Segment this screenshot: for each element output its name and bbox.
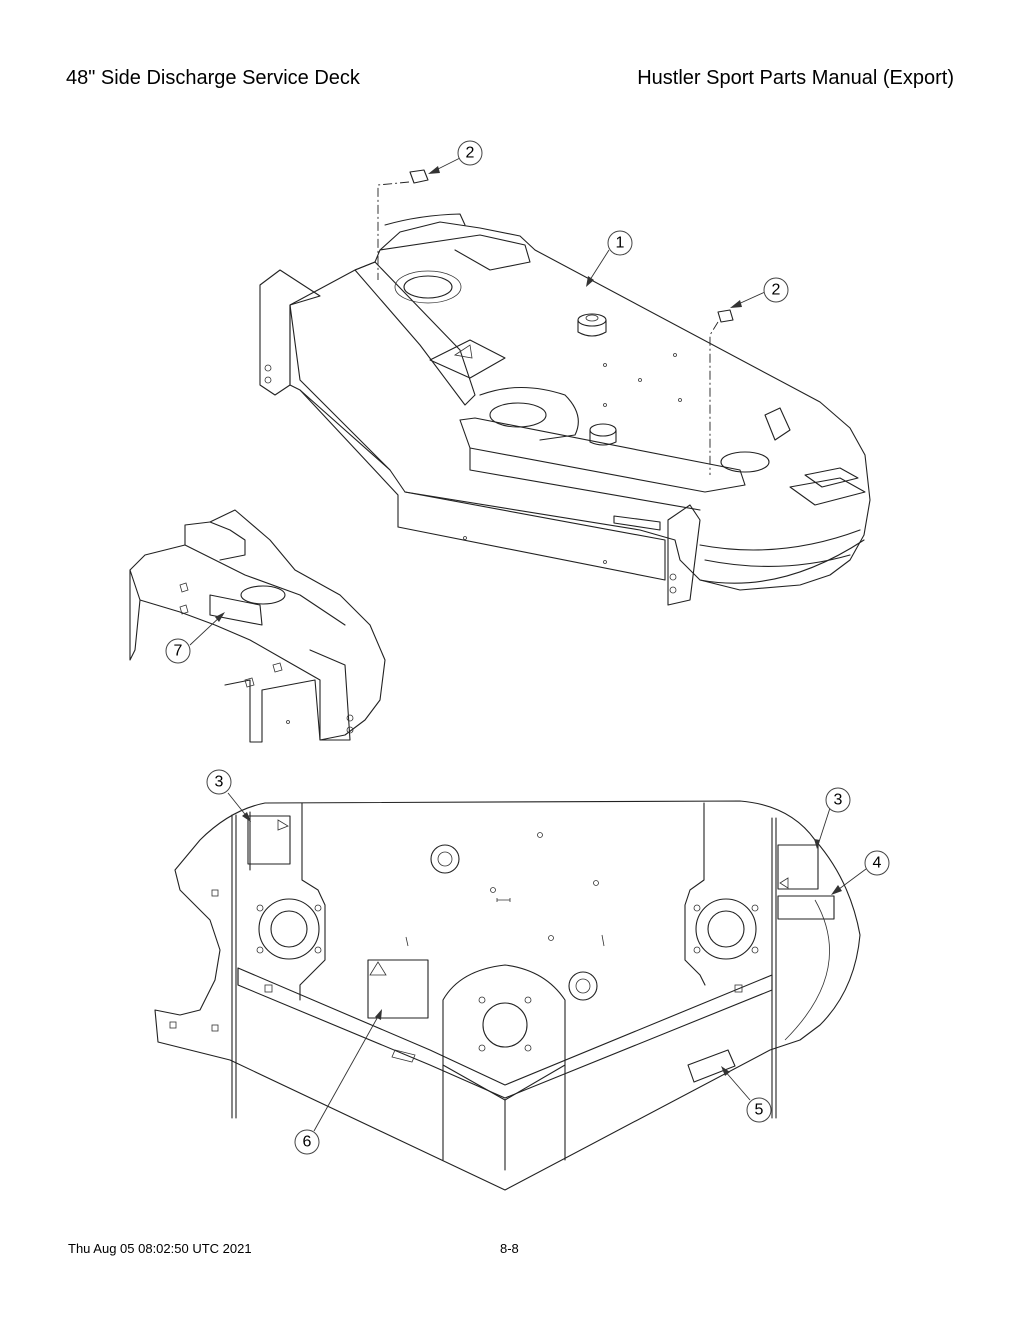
callout-2-right: 2 [763,277,789,303]
deck-isometric-view [259,169,871,606]
page-title: 48" Side Discharge Service Deck [66,67,360,89]
callout-label: 2 [772,282,781,299]
callout-3-left: 3 [206,769,232,795]
manual-title: Hustler Sport Parts Manual (Export) [637,67,954,89]
callout-7: 7 [165,638,191,664]
deck-underside-view [154,800,861,1191]
callout-2-top: 2 [457,140,483,166]
callout-label: 5 [755,1102,764,1119]
leader-lines [189,157,867,1132]
callout-5: 5 [746,1097,772,1123]
callout-label: 6 [303,1134,312,1151]
callout-label: 3 [834,792,843,809]
baffle-assembly-view [129,509,386,743]
callout-label: 4 [873,855,882,872]
callout-3-right: 3 [825,787,851,813]
page-number: 8-8 [500,1241,519,1256]
callout-1: 1 [607,230,633,256]
footer-timestamp: Thu Aug 05 08:02:50 UTC 2021 [68,1241,252,1256]
callout-label: 7 [174,643,183,660]
callout-4: 4 [864,850,890,876]
callout-label: 1 [616,235,625,252]
callout-label: 3 [215,774,224,791]
callout-6: 6 [294,1129,320,1155]
callout-label: 2 [466,145,475,162]
